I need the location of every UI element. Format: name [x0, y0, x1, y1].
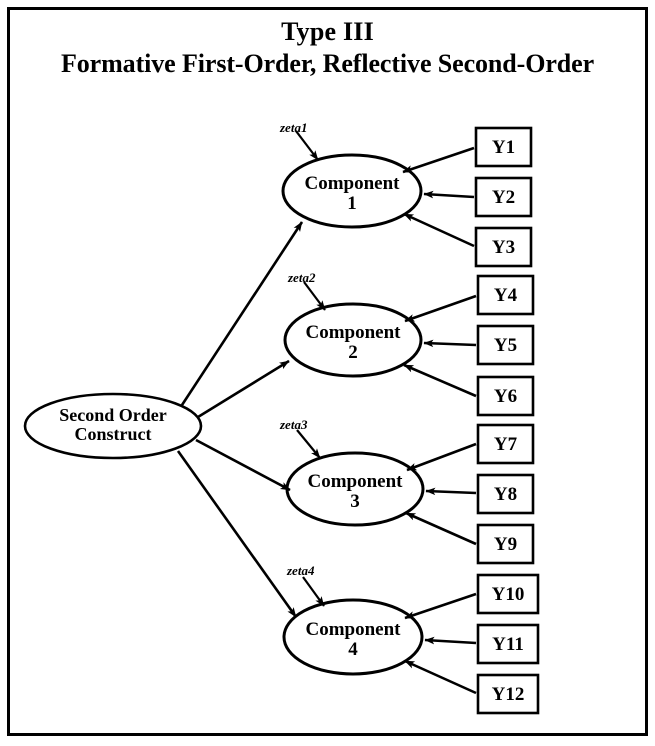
edge-y8-to-component-3 — [425, 487, 477, 496]
edge-y5-to-component-2 — [423, 339, 477, 348]
edge-zeta3-to-component-3 — [296, 429, 321, 459]
node-y11[interactable] — [476, 623, 540, 665]
edge-zeta1-to-component-1 — [295, 130, 319, 161]
node-y6[interactable] — [476, 375, 535, 417]
node-y5[interactable] — [476, 324, 535, 366]
node-y1[interactable] — [474, 126, 533, 168]
node-y3[interactable] — [474, 226, 533, 268]
edge-soc-to-component-2 — [197, 359, 290, 419]
label-zeta3: zeta3 — [280, 417, 308, 432]
figure-title: Type III Formative First-Order, Reflecti… — [0, 16, 655, 79]
node-component-2[interactable] — [283, 302, 423, 378]
node-y8[interactable] — [476, 473, 535, 515]
title-line-type: Type III — [281, 17, 374, 46]
edge-y7-to-component-3 — [406, 442, 477, 472]
title-line-subtitle: Formative First-Order, Reflective Second… — [60, 48, 595, 78]
edge-y10-to-component-4 — [404, 592, 477, 620]
edge-soc-to-component-3 — [195, 438, 291, 492]
node-y2[interactable] — [474, 176, 533, 218]
edge-y4-to-component-2 — [404, 294, 477, 323]
node-y7[interactable] — [476, 423, 535, 465]
node-second-order-construct[interactable] — [23, 392, 203, 460]
node-component-1[interactable] — [281, 153, 423, 229]
label-zeta2: zeta2 — [288, 270, 316, 285]
edge-y3-to-component-1 — [403, 212, 475, 248]
edge-y11-to-component-4 — [424, 636, 477, 645]
node-y9[interactable] — [476, 523, 535, 565]
node-y10[interactable] — [476, 573, 540, 615]
edge-y12-to-component-4 — [404, 659, 477, 695]
edge-zeta2-to-component-2 — [303, 281, 326, 311]
edge-y9-to-component-3 — [405, 511, 477, 546]
node-y4[interactable] — [476, 274, 535, 316]
edge-y1-to-component-1 — [402, 146, 475, 174]
edge-y2-to-component-1 — [423, 190, 475, 199]
edge-y6-to-component-2 — [403, 363, 477, 398]
node-component-4[interactable] — [282, 598, 424, 676]
edge-zeta4-to-component-4 — [302, 576, 325, 607]
label-zeta4: zeta4 — [287, 563, 315, 578]
edge-soc-to-component-4 — [176, 450, 298, 618]
node-y12[interactable] — [476, 673, 540, 715]
label-zeta1: zeta1 — [280, 120, 308, 135]
edge-soc-to-component-1 — [180, 221, 304, 406]
node-component-3[interactable] — [285, 451, 425, 527]
